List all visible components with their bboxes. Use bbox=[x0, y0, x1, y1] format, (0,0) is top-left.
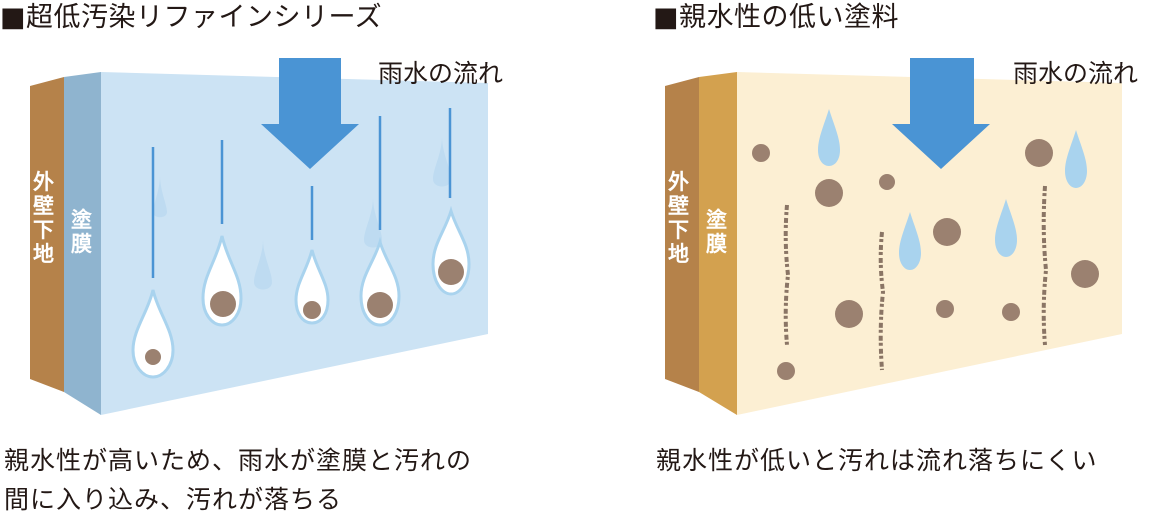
dirt-particle bbox=[815, 179, 843, 207]
rain-flow-arrow bbox=[261, 58, 359, 169]
water-drop bbox=[818, 109, 840, 166]
right-substrate-label: 外 壁 下 地 bbox=[668, 170, 689, 266]
water-drop-with-dirt bbox=[201, 235, 243, 327]
dirt-particle bbox=[835, 300, 863, 328]
dirt-particle bbox=[936, 300, 954, 318]
right-coating-label: 塗 膜 bbox=[706, 208, 727, 256]
water-drop bbox=[995, 199, 1017, 257]
dirt-streak bbox=[783, 204, 791, 346]
right-substrate-layer bbox=[665, 77, 699, 392]
left-substrate-label: 外 壁 下 地 bbox=[33, 170, 54, 266]
left-coating-layer bbox=[64, 72, 101, 415]
water-drop-with-dirt bbox=[131, 289, 175, 379]
dirt-particle bbox=[1002, 303, 1020, 321]
right-heading: ■親水性の低い塗料 bbox=[653, 2, 900, 33]
right-panel: ■親水性の低い塗料 外 壁 下 地 塗 bbox=[580, 0, 1162, 518]
water-drop-with-dirt bbox=[359, 236, 401, 327]
water-drop bbox=[899, 212, 921, 270]
left-substrate-layer bbox=[30, 77, 64, 392]
water-drop bbox=[1065, 130, 1087, 188]
dirt-particle bbox=[1025, 139, 1053, 167]
faint-drop bbox=[153, 176, 167, 218]
left-panel: ■超低汚染リファインシリーズ bbox=[0, 0, 580, 518]
left-coating-label: 塗 膜 bbox=[71, 208, 92, 256]
right-rain-flow-label: 雨水の流れ bbox=[1013, 59, 1139, 88]
faint-drop bbox=[364, 198, 382, 248]
right-illustration bbox=[665, 58, 1122, 415]
water-drop-with-dirt bbox=[294, 249, 330, 325]
dirt-particle bbox=[933, 218, 961, 246]
right-caption-line1: 親水性が低いと汚れは流れ落ちにくい bbox=[656, 446, 1098, 475]
dirt-particle bbox=[777, 362, 795, 380]
rain-flow-arrow bbox=[892, 58, 990, 169]
right-coating-layer bbox=[699, 72, 737, 415]
faint-drop bbox=[254, 240, 272, 290]
dirt-streak bbox=[878, 231, 886, 371]
faint-drop bbox=[433, 137, 451, 187]
water-drop-with-dirt bbox=[431, 205, 471, 296]
left-caption-line1: 親水性が高いため、雨水が塗膜と汚れの bbox=[4, 446, 473, 475]
dirt-particle bbox=[752, 144, 770, 162]
left-caption-line2: 間に入り込み、汚れが落ちる bbox=[4, 485, 343, 514]
left-rain-flow-label: 雨水の流れ bbox=[378, 59, 504, 88]
left-heading: ■超低汚染リファインシリーズ bbox=[0, 2, 383, 33]
dirt-particle bbox=[879, 174, 895, 190]
left-coating-face bbox=[101, 72, 488, 415]
left-illustration bbox=[30, 58, 488, 415]
dirt-particle bbox=[1071, 260, 1099, 288]
